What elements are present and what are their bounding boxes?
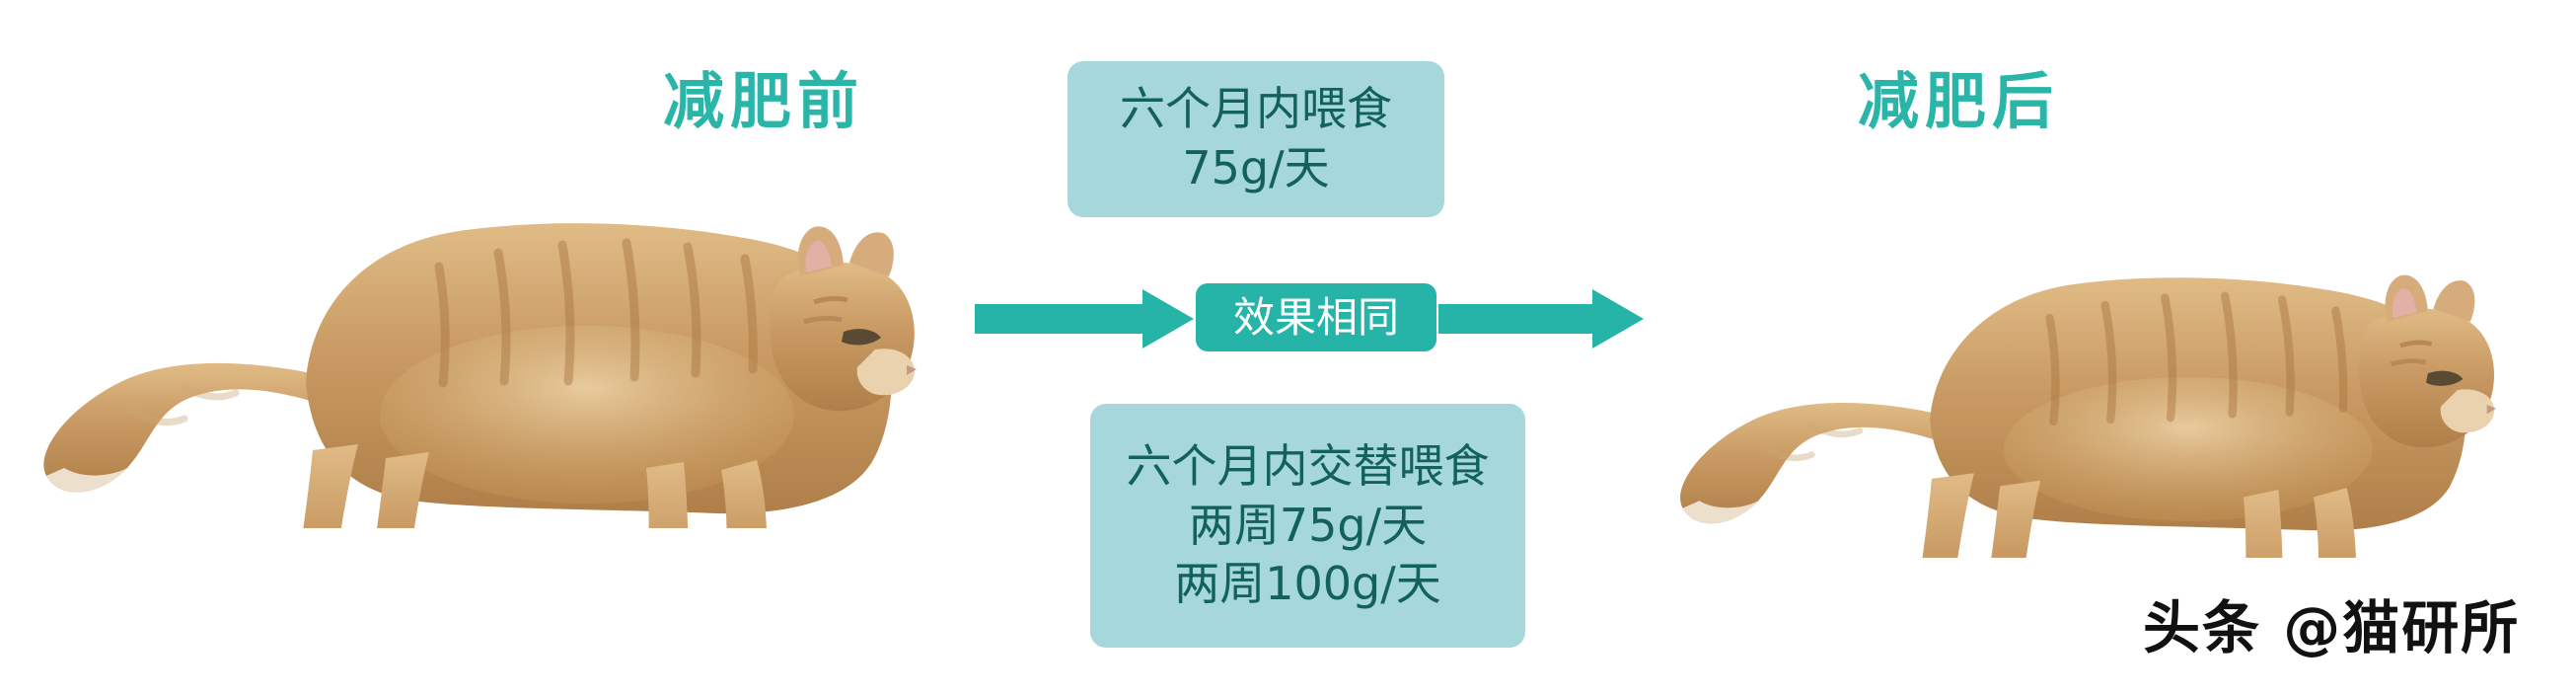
feeding-plan-alternating-line-1: 六个月内交替喂食 xyxy=(1126,438,1490,493)
feeding-plan-constant-box: 六个月内喂食 75g/天 xyxy=(1067,61,1444,217)
feeding-plan-constant-line-1: 六个月内喂食 xyxy=(1120,82,1392,136)
feeding-plan-alternating-box: 六个月内交替喂食 两周75g/天 两周100g/天 xyxy=(1090,404,1525,648)
cat-before-graphic xyxy=(43,223,917,528)
arrow-shaft xyxy=(975,304,1144,334)
cat-after-image xyxy=(1662,183,2511,558)
arrow-right-icon-right xyxy=(1438,289,1644,348)
cat-before-image xyxy=(25,128,932,528)
arrow-shaft xyxy=(1438,304,1594,334)
feeding-plan-constant-line-2: 75g/天 xyxy=(1182,141,1330,194)
feeding-plan-alternating-line-2: 两周75g/天 xyxy=(1188,498,1428,552)
feeding-plan-alternating-line-3: 两周100g/天 xyxy=(1174,557,1441,611)
heading-after-weight-loss: 减肥后 xyxy=(1858,65,2060,137)
watermark: 头条 @猫研所 xyxy=(2143,594,2521,661)
heading-before-weight-loss: 减肥前 xyxy=(663,65,865,137)
cat-after-graphic xyxy=(1680,274,2497,558)
arrow-head xyxy=(1142,289,1194,348)
arrow-head xyxy=(1592,289,1644,348)
same-effect-badge: 效果相同 xyxy=(1196,283,1436,351)
arrow-right-icon-left xyxy=(975,289,1194,348)
